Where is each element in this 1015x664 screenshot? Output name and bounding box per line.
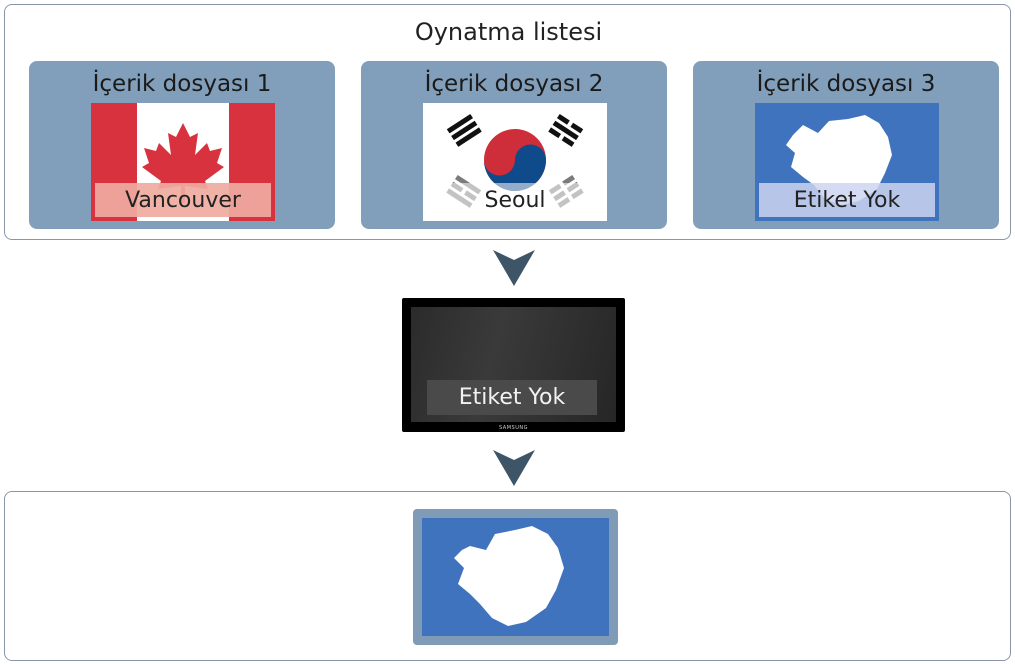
canada-flag-icon: Vancouver: [91, 103, 275, 221]
down-arrow-icon: [492, 248, 536, 288]
content-card-1[interactable]: İçerik dosyası 1 Vancouver: [29, 61, 335, 229]
playlist-title: Oynatma listesi: [414, 18, 603, 46]
content-card-title: İçerik dosyası 1: [92, 71, 272, 97]
content-card-2[interactable]: İçerik dosyası 2: [361, 61, 667, 229]
result-frame: [413, 509, 618, 645]
down-arrow-icon: [492, 448, 536, 488]
content-card-title: İçerik dosyası 3: [756, 71, 936, 97]
tag-label: Etiket Yok: [759, 183, 935, 217]
south-korea-flag-icon: Seoul: [423, 103, 607, 221]
content-card-title: İçerik dosyası 2: [424, 71, 604, 97]
tag-label: Seoul: [427, 183, 603, 217]
content-card-3[interactable]: İçerik dosyası 3 Etiket Yok: [693, 61, 999, 229]
playlist-panel: Oynatma listesi İçerik dosyası 1 Vancouv…: [4, 4, 1011, 240]
brand-logo: SAMSUNG: [499, 425, 528, 431]
display-tag-label: Etiket Yok: [427, 380, 597, 415]
tag-label: Vancouver: [95, 183, 271, 217]
display-monitor: Etiket Yok SAMSUNG: [402, 298, 625, 432]
antarctica-flag-icon: [422, 518, 609, 636]
antarctica-flag-icon: Etiket Yok: [755, 103, 939, 221]
